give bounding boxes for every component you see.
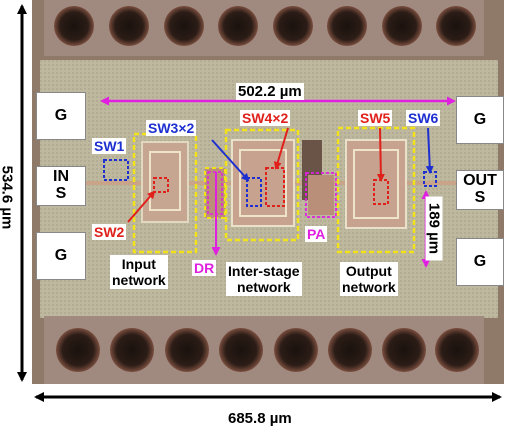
pad-in-signal: IN S: [36, 166, 86, 206]
input-network-block: [132, 132, 198, 254]
interstage-network-label: Inter-stage network: [226, 262, 302, 297]
right-height-label: 189 µm: [425, 196, 443, 261]
output-network-line2: network: [342, 279, 396, 296]
pad-g-top-left: G: [36, 92, 86, 140]
pad-out-label: OUT: [463, 172, 497, 190]
dr-label: DR: [192, 260, 217, 276]
left-height-label: 534.6 µm: [0, 165, 16, 230]
pad-out-s-label: S: [474, 189, 486, 206]
output-network-block: [336, 126, 416, 254]
sw3-arrow: [211, 139, 250, 182]
sw3-label: SW3×2: [146, 120, 197, 136]
input-network-line1: Input: [121, 256, 156, 272]
top-pad-row: [44, 0, 484, 56]
pad-in-label: IN: [53, 168, 69, 186]
pad-g-bottom-right-label: G: [473, 252, 487, 270]
pad-g-bottom-right: G: [456, 238, 504, 286]
pad-out-signal: OUT S: [456, 170, 504, 210]
pa-block: [308, 175, 334, 215]
sw4-box: [265, 167, 285, 207]
input-network-label: Input network: [110, 255, 168, 290]
input-network-line2: network: [112, 272, 166, 289]
sw2-box: [153, 177, 169, 193]
interstage-network-line2: network: [236, 279, 291, 296]
sw1-box: [103, 159, 129, 181]
sw3-box: [246, 177, 262, 207]
sw5-label: SW5: [358, 110, 393, 126]
output-network-line1: Output: [345, 263, 392, 279]
sw4-label: SW4×2: [240, 110, 291, 126]
sw2-label: SW2: [92, 224, 127, 240]
interstage-network-line1: Inter-stage: [228, 263, 300, 279]
sw1-label: SW1: [92, 138, 127, 154]
pad-g-top-right: G: [456, 96, 504, 144]
sw4-arrow: [273, 127, 289, 170]
pad-in-s-label: S: [55, 185, 67, 202]
sw5-arrow: [376, 127, 385, 182]
pa-label: PA: [305, 226, 328, 242]
pad-g-bottom-left-label: G: [54, 246, 68, 264]
sw6-arrow: [425, 127, 434, 174]
top-width-label: 502.2 µm: [236, 83, 304, 100]
pad-g-bottom-left: G: [36, 232, 86, 280]
bottom-width-label: 685.8 µm: [228, 410, 292, 427]
pad-g-top-right-label: G: [473, 110, 487, 128]
sw2-arrow: [127, 190, 156, 223]
pad-g-top-left-label: G: [54, 106, 68, 124]
output-network-label: Output network: [340, 262, 398, 297]
bottom-pad-row: [44, 316, 484, 384]
sw6-label: SW6: [406, 110, 441, 126]
